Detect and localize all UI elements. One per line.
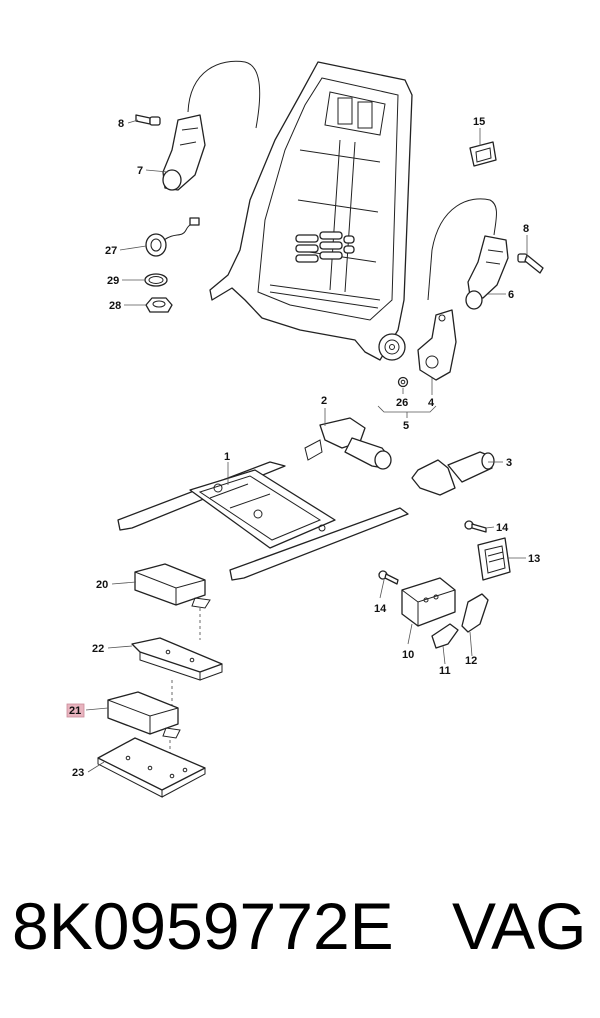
part-27-sensor xyxy=(145,217,200,257)
callout-21-highlight xyxy=(66,703,85,718)
part-21-ecu xyxy=(107,691,181,739)
part-8-bolt-right xyxy=(517,253,544,274)
part-29-ring xyxy=(144,273,168,287)
callout-labels: 8 7 27 29 28 15 8 6 4 26 5 2 1 3 14 13 1… xyxy=(69,116,540,779)
callout-13: 13 xyxy=(528,553,540,565)
callout-8-left: 8 xyxy=(118,118,124,130)
callout-26: 26 xyxy=(396,397,408,409)
seat-parts-diagram: 8 7 27 29 28 15 8 6 4 26 5 2 1 3 14 13 1… xyxy=(66,60,544,798)
part-7-motor xyxy=(162,60,261,191)
callout-14-lower: 14 xyxy=(374,603,387,615)
part-22-bracket xyxy=(131,637,223,681)
part-13-connector xyxy=(477,537,511,581)
part-number: 8K0959772E xyxy=(12,889,394,963)
part-10-control-module xyxy=(401,577,456,627)
part-1-seat-rails xyxy=(117,461,409,581)
part-23-plate xyxy=(97,737,206,798)
callout-28: 28 xyxy=(109,300,121,312)
callout-6: 6 xyxy=(508,289,514,301)
part-3-motor xyxy=(411,451,495,496)
part-28-cap xyxy=(145,297,173,313)
part-14-screw-lower xyxy=(378,570,399,585)
callout-7: 7 xyxy=(137,165,143,177)
part-14-screw-upper xyxy=(464,520,487,533)
callout-23: 23 xyxy=(72,767,84,779)
part-15-switch xyxy=(469,141,497,167)
callout-1: 1 xyxy=(224,451,230,463)
callout-2: 2 xyxy=(321,395,327,407)
part-4-recliner-motor xyxy=(417,309,457,381)
callout-8-right: 8 xyxy=(523,223,529,235)
part-26-nut xyxy=(397,376,409,388)
leader-lines xyxy=(85,119,528,773)
part-12-switch-cover xyxy=(461,593,489,633)
part-11-switch-cap xyxy=(431,623,459,649)
part-footer: 8K0959772E VAG xyxy=(0,888,600,988)
callout-14-upper: 14 xyxy=(496,522,509,534)
callout-5: 5 xyxy=(403,420,409,432)
backrest-frame xyxy=(209,61,413,361)
callout-22: 22 xyxy=(92,643,104,655)
callout-4: 4 xyxy=(428,397,435,409)
group-5-bracket xyxy=(377,405,437,418)
callout-15: 15 xyxy=(473,116,485,128)
backrest-spring-bars xyxy=(295,231,355,263)
recliner-gear xyxy=(378,333,406,361)
callout-20: 20 xyxy=(96,579,108,591)
part-2-height-motor xyxy=(304,417,392,470)
brand-name: VAG xyxy=(452,889,587,963)
callout-3: 3 xyxy=(506,457,512,469)
callout-10: 10 xyxy=(402,649,414,661)
part-20-ecu xyxy=(134,563,211,609)
callout-11: 11 xyxy=(439,665,451,677)
callout-27: 27 xyxy=(105,245,117,257)
callout-12: 12 xyxy=(465,655,477,667)
part-8-bolt-left xyxy=(135,114,161,126)
callout-29: 29 xyxy=(107,275,119,287)
part-6-motor xyxy=(427,198,509,310)
callout-21: 21 xyxy=(69,705,81,717)
